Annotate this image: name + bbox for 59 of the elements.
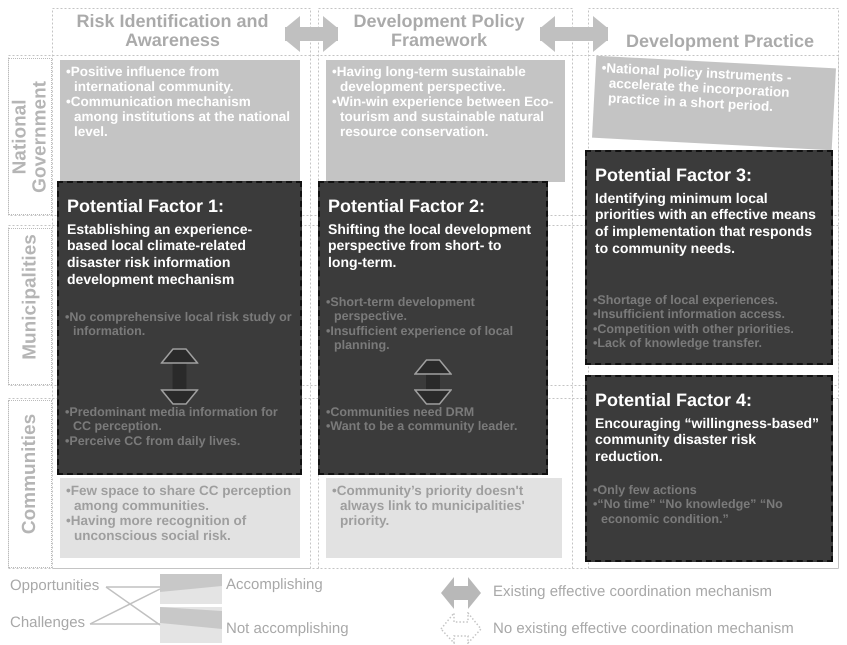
potential-factor-box <box>585 375 833 562</box>
opportunity-box <box>60 60 300 182</box>
row-heading: National Government <box>10 79 50 194</box>
key-line <box>106 586 160 626</box>
factor-title: Potential Factor 3: <box>595 164 754 186</box>
factor-description: Shifting the local development perspective from short- to long-term. <box>328 220 532 271</box>
key-swatch <box>160 574 222 604</box>
row-heading-box <box>8 58 52 215</box>
row-heading: Communities <box>20 412 40 536</box>
key-line <box>90 588 160 625</box>
key-line <box>90 623 160 625</box>
key-label: Opportunities <box>10 577 106 597</box>
factor-title: Potential Factor 1: <box>67 195 226 218</box>
key-swatch <box>160 607 222 643</box>
bullet-point: •Shortage of local experiences. <box>593 293 779 308</box>
bullet-point: •Win-win experience between Eco-tourism and sustainable natural resource conservation. <box>332 94 554 140</box>
bullet-point: •Communication mechanism among institutions at the national level. <box>66 94 291 140</box>
bullet-point: •Positive influence from international community. <box>66 64 235 94</box>
legend-text: Existing effective coordination mechanism <box>493 583 772 600</box>
row-heading-box <box>8 400 52 568</box>
key-line <box>106 586 160 588</box>
row-heading: Municipalities <box>20 232 40 362</box>
bullet-point: •Insufficient information access. <box>593 307 786 322</box>
bullet-point: •National policy instruments - accelerate the incorporation practice in a short period. <box>600 60 793 116</box>
key-label: Challenges <box>10 614 90 634</box>
bullet-point: •Short-term development perspective. <box>326 295 476 324</box>
column-heading: Development Practice <box>624 32 816 51</box>
factor-description: Establishing an experience-based local climate-related disaster risk information development mechanism <box>67 220 254 288</box>
bullet-point: •Only few actions <box>593 483 698 498</box>
challenge-box <box>326 478 562 558</box>
bullet-point: •Want to be a community leader. <box>326 419 518 434</box>
factor-title: Potential Factor 4: <box>595 389 754 412</box>
key-text: Accomplishing <box>226 576 323 593</box>
opportunity-box <box>326 60 565 182</box>
row-heading-box <box>8 228 52 385</box>
factor-title: Potential Factor 2: <box>328 195 486 218</box>
bullet-point: •Having more recognition of unconscious social risk. <box>66 513 248 544</box>
bullet-point: •Perceive CC from daily lives. <box>65 434 242 448</box>
bullet-point: •“No time” “No knowledge” “No economic condition.” <box>593 497 784 526</box>
opportunity-box <box>592 56 836 150</box>
factor-description: Encouraging “willingness-based” community disaster risk reduction. <box>595 414 820 465</box>
bullet-point: •Having long-term sustainable development perspective. <box>332 64 527 94</box>
legend-text: No existing effective coordination mechanism <box>493 620 794 637</box>
key-text: Not accomplishing <box>226 620 349 637</box>
bullet-point: •Communities need DRM <box>326 405 476 420</box>
challenge-box <box>60 478 300 558</box>
potential-factor-box <box>57 181 302 475</box>
column-heading: Development Policy Framework <box>352 12 526 50</box>
bullet-point: •No comprehensive local risk study or information. <box>65 310 293 339</box>
potential-factor-box <box>318 181 548 475</box>
column-heading: Risk Identification and Awareness <box>75 12 270 50</box>
bullet-point: •Competition with other priorities. <box>593 322 795 336</box>
bullet-point: •Insufficient experience of local planning. <box>326 324 514 352</box>
potential-factor-box <box>585 150 833 365</box>
factor-description: Identifying minimum local priorities with an effective means of implementation that responds to community needs. <box>595 190 817 257</box>
bullet-point: •Predominant media information for CC perception. <box>65 405 279 434</box>
bullet-point: •Few space to share CC perception among communities. <box>66 483 292 514</box>
bullet-point: •Lack of knowledge transfer. <box>593 336 764 350</box>
bullet-point: •Community’s priority doesn't always link to municipalities' priority. <box>332 483 526 528</box>
